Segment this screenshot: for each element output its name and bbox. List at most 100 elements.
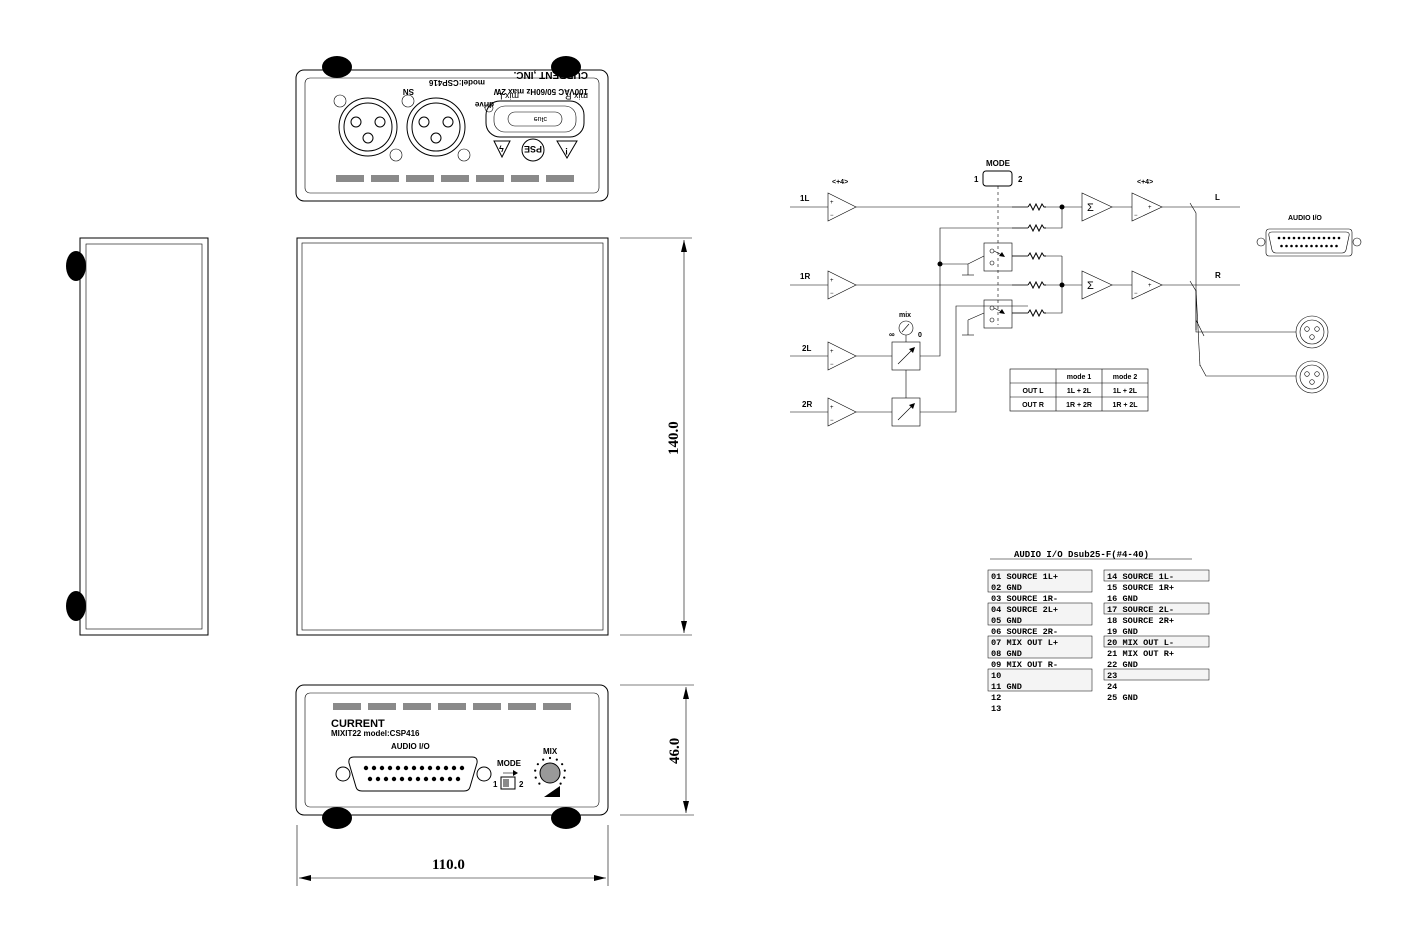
depth-value: 140.0 — [666, 421, 682, 455]
front-panel: CURRENT MIXIT22 model:CSP416 AUDIO I/O M… — [295, 684, 609, 829]
front-mix-label: MIX — [543, 747, 558, 756]
svg-text:−: − — [1134, 291, 1138, 297]
summing-resistors — [1012, 202, 1046, 318]
caution-icon: ¡ — [556, 140, 578, 159]
dsub-pin — [427, 765, 433, 771]
dsub-pin — [459, 765, 465, 771]
input-amp-2l: + − — [827, 341, 857, 371]
dsub-pin — [1330, 244, 1333, 248]
scale-dot — [538, 782, 541, 785]
schematic-mode-label: MODE — [986, 159, 1011, 168]
rubber-foot — [551, 56, 581, 78]
sum-amp-r: Σ — [1081, 270, 1113, 300]
top-view-outline — [296, 237, 609, 636]
svg-text:Σ: Σ — [1087, 202, 1094, 214]
dsub-pin — [1325, 244, 1328, 248]
width-dimension: 110.0 — [296, 825, 609, 886]
schematic-audio-io-label: AUDIO I/O — [1288, 215, 1322, 222]
mode-table-cell: 1L + 2L — [1113, 388, 1138, 395]
svg-text:−: − — [830, 418, 834, 424]
mode-switch-toggle[interactable] — [503, 779, 509, 787]
pinout-right-entry: 18 SOURCE 2R+ — [1107, 616, 1174, 626]
pinout-left-entry: 02 GND — [991, 583, 1022, 593]
dsub-pin — [451, 765, 457, 771]
mix-knob-body[interactable] — [539, 762, 561, 784]
front-mode-1: 1 — [493, 780, 498, 789]
sum-amp-l: Σ — [1081, 192, 1113, 222]
svg-text:+: + — [1148, 205, 1152, 211]
mix-pot-icon — [898, 320, 914, 336]
mix-zero-label: 0 — [918, 332, 922, 339]
front-mode-label: MODE — [497, 759, 522, 768]
svg-text:+: + — [830, 405, 834, 411]
pinout-left-entry: 13 — [991, 704, 1001, 714]
pinout-left-entry: 07 MIX OUT L+ — [991, 638, 1058, 648]
rear-voltage: 100VAC 50/60Hz max 2W — [493, 87, 588, 96]
mode-arrow-icon — [503, 770, 518, 776]
input-1r-label: 1R — [800, 272, 810, 281]
vent-slots — [336, 175, 574, 182]
dsub-pin — [419, 765, 425, 771]
rear-brand: CURRENT ,INC. — [513, 69, 588, 80]
dsub-pin — [415, 776, 421, 782]
dsub-pin — [395, 765, 401, 771]
front-brand: CURRENT — [331, 718, 385, 730]
rear-panel: mix L mix R CURRENT ,INC. 100VAC 50/60Hz… — [295, 56, 609, 202]
dsub-pin — [1337, 236, 1341, 240]
dsub-pin — [379, 765, 385, 771]
pinout-left-entry: 04 SOURCE 2L+ — [991, 605, 1058, 615]
mode-switch[interactable] — [500, 776, 516, 790]
dsub-pin — [455, 776, 461, 782]
schematic-mode-switch — [982, 170, 1013, 187]
mix-knob[interactable] — [534, 756, 566, 797]
dsub-pin — [411, 765, 417, 771]
pinout-right-entry: 25 GND — [1107, 693, 1138, 703]
pinout-right-entry: 19 GND — [1107, 627, 1138, 637]
dsub25-connector — [335, 756, 492, 792]
rubber-foot — [66, 251, 86, 281]
warning-icon: ϟ — [493, 140, 511, 159]
rear-model: model:CSP416 — [428, 78, 485, 87]
pinout-right-entry: 14 SOURCE 1L- — [1107, 572, 1174, 582]
power-inlet-label: ɔʇuɘ — [534, 115, 547, 122]
schematic-mode-1: 1 — [974, 175, 979, 184]
scale-dot — [548, 756, 552, 760]
mode-table-header: mode 2 — [1113, 374, 1138, 381]
scale-dot — [542, 758, 545, 761]
dsub-pin — [1277, 236, 1281, 240]
dsub-pin — [431, 776, 437, 782]
mix-vca-r — [891, 397, 921, 427]
dsub-pin — [367, 776, 373, 782]
pinout-left-entry: 01 SOURCE 1L+ — [991, 572, 1058, 582]
pinout-left-entry: 11 GND — [991, 682, 1022, 692]
dsub-pin — [1292, 236, 1296, 240]
pinout-right-entry: 21 MIX OUT R+ — [1107, 649, 1174, 659]
rear-top-labels: 100VAC 50/60Hz max 2W model:CSP416 SN — [403, 78, 588, 96]
scale-dot — [536, 763, 539, 766]
dsub25-icon — [1256, 228, 1362, 257]
dsub-pin — [1282, 236, 1286, 240]
svg-text:+: + — [830, 278, 834, 284]
ps-badge-label: PSE — [524, 144, 542, 154]
svg-text:−: − — [830, 362, 834, 368]
pinout-right-entry: 23 — [1107, 671, 1117, 681]
resistor-icon — [1027, 251, 1046, 261]
pinout-left-entry: 06 SOURCE 2R- — [991, 627, 1058, 637]
side-view-outline — [79, 237, 209, 636]
dsub-pin — [403, 765, 409, 771]
dsub-pin — [387, 765, 393, 771]
dsub-pin — [1335, 244, 1338, 248]
pinout-left-entry: 03 SOURCE 1R- — [991, 594, 1058, 604]
scale-dot — [563, 776, 566, 779]
top-view-inner — [301, 242, 604, 631]
input-2r-label: 2R — [802, 400, 812, 409]
dsub-pin — [383, 776, 389, 782]
dsub-pin — [1320, 244, 1323, 248]
drive-label: drive — [474, 100, 494, 109]
rear-labels: mix L mix R CURRENT ,INC. 100VAC 50/60Hz… — [497, 69, 588, 101]
dsub-pin — [1327, 236, 1331, 240]
mode-table-cell: 1R + 2R — [1066, 402, 1092, 409]
front-panel-inner — [304, 692, 600, 808]
pinout-right-entry: 16 GND — [1107, 594, 1138, 604]
mode-table-cell: 1R + 2L — [1112, 402, 1138, 409]
